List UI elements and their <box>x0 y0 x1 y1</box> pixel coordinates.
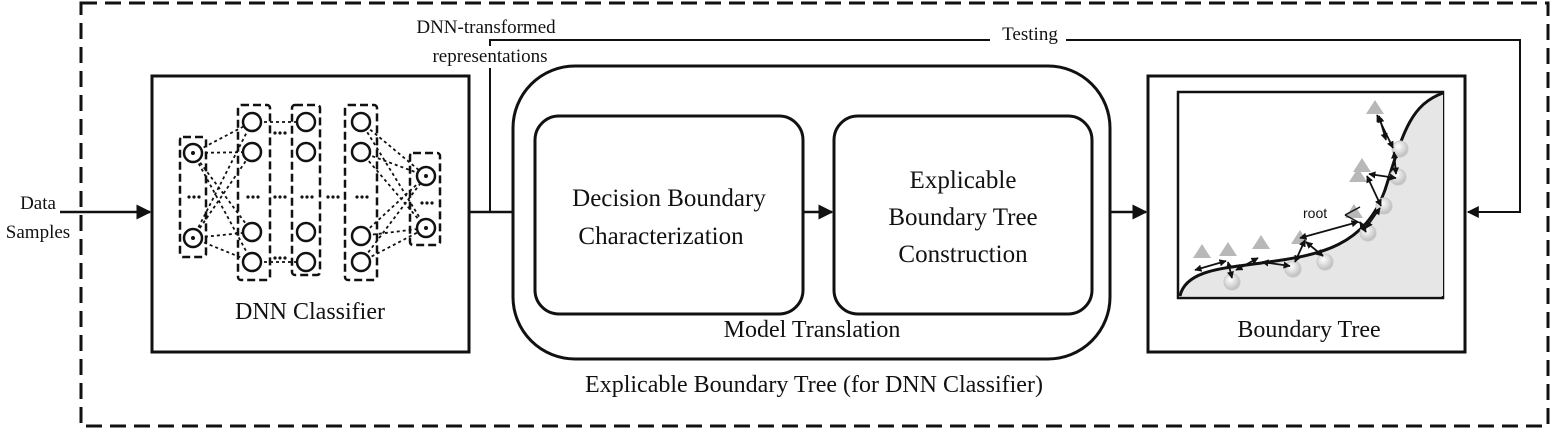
boundary-tree-plot: root <box>1176 90 1445 300</box>
dnn-representations-label-line1: DNN-transformed <box>416 17 556 38</box>
framework-title: Explicable Boundary Tree (for DNN Classi… <box>585 372 1043 398</box>
tree-construction-box <box>832 114 1094 316</box>
decision-boundary-box <box>533 114 805 316</box>
input-label-line2: Samples <box>6 222 70 243</box>
decision-boundary-line1: Decision Boundary <box>572 185 766 212</box>
dnn-classifier-label: DNN Classifier <box>235 299 385 325</box>
tree-construction-line3: Construction <box>898 241 1028 268</box>
framework-outer-frame <box>79 1 1550 428</box>
model-translation-label: Model Translation <box>724 317 901 343</box>
tree-construction-line1: Explicable <box>910 167 1017 194</box>
testing-label: Testing <box>1002 24 1058 45</box>
dnn-representations-label-line2: representations <box>432 46 547 67</box>
testing-feedback-line <box>489 39 1521 218</box>
input-label-line1: Data <box>20 193 56 214</box>
tree-construction-line2: Boundary Tree <box>888 204 1037 231</box>
root-label: root <box>1303 205 1327 221</box>
boundary-tree-label: Boundary Tree <box>1237 317 1380 343</box>
decision-boundary-line2: Characterization <box>578 223 744 250</box>
neural-network-icon <box>178 103 442 282</box>
